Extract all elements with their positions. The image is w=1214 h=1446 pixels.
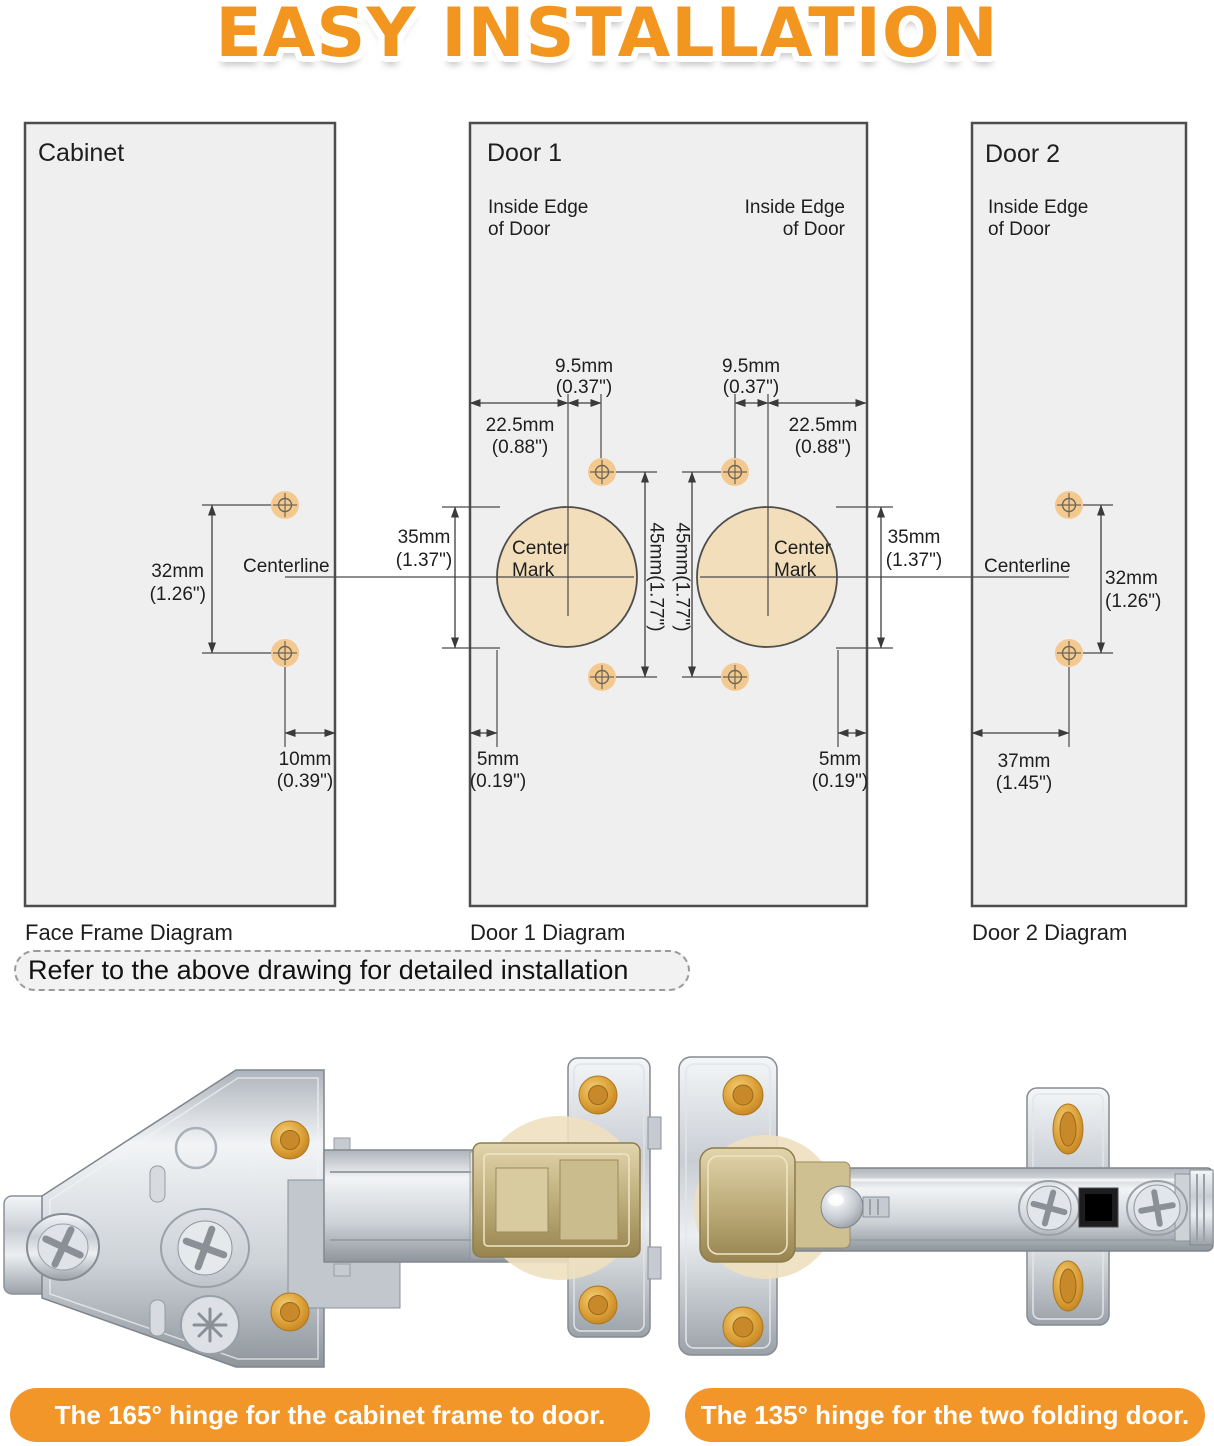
door1-caption: Door 1 Diagram <box>470 920 625 945</box>
cabinet-dimensions: 32mm (1.26") 10mm (0.39") <box>150 504 336 792</box>
dim-9.5in-left: (0.37") <box>556 377 612 398</box>
dim-10mm: 10mm <box>279 749 332 770</box>
dim-22.5mm-right: 22.5mm <box>789 415 858 436</box>
dim-37in: (1.45") <box>996 773 1052 794</box>
adjustment-window <box>1078 1187 1119 1228</box>
svg-text:of Door: of Door <box>783 219 846 240</box>
dim-5in-right: (0.19") <box>812 771 868 792</box>
dim-9.5mm-left: 9.5mm <box>555 356 613 377</box>
svg-text:Mark: Mark <box>512 560 555 581</box>
door1-edge-dimensions: 5mm (0.19") 5mm (0.19") <box>469 650 868 792</box>
svg-text:Inside Edge: Inside Edge <box>745 197 845 218</box>
installation-diagram: Centerline Centerline 32mm (1.26") 10mm … <box>23 121 1188 945</box>
dim-35mm-left: 35mm <box>398 527 451 548</box>
center-mark-labels: Center Mark Center Mark <box>512 538 832 581</box>
dim-37mm: 37mm <box>998 751 1051 772</box>
caption-hinge-165: The 165° hinge for the cabinet frame to … <box>10 1388 650 1442</box>
dim-5mm-right: 5mm <box>819 749 861 770</box>
svg-text:Center: Center <box>774 538 832 559</box>
phillips-screw-cross-right <box>1126 1180 1188 1236</box>
dim-9.5in-right: (0.37") <box>723 377 779 398</box>
dim-32in-door2: (1.26") <box>1105 591 1161 612</box>
phillips-screw-bar <box>26 1213 100 1281</box>
dim-45mm-right: 45mm(1.77") <box>672 522 693 631</box>
door2-dimensions: 32mm (1.26") 37mm (1.45") <box>971 504 1161 794</box>
hinge-135-knuckle <box>699 1147 890 1263</box>
note-pill: Refer to the above drawing for detailed … <box>14 950 690 991</box>
dim-32mm-cabinet: 32mm <box>151 561 204 582</box>
dim-45mm-left: 45mm(1.77") <box>646 522 667 631</box>
dim-22.5in-right: (0.88") <box>795 437 851 458</box>
dim-5in-left: (0.19") <box>470 771 526 792</box>
svg-text:Center: Center <box>512 538 570 559</box>
dim-35in-right: (1.37") <box>886 550 942 571</box>
starburst-screw <box>180 1295 240 1355</box>
page-title: EASY INSTALLATION <box>215 0 999 73</box>
dim-32mm-door2: 32mm <box>1105 568 1158 589</box>
brass-grommets-165 <box>270 1075 618 1332</box>
phillips-screw-cross-left <box>1018 1180 1080 1236</box>
dim-22.5mm-left: 22.5mm <box>486 415 555 436</box>
cup-diameter-dimensions: 35mm (1.37") 35mm (1.37") <box>396 506 942 649</box>
door1-panel-rect <box>468 121 869 908</box>
inside-edge-labels: Inside Edge of Door Inside Edge of Door … <box>488 197 1088 240</box>
door2-title: Door 2 <box>985 140 1060 168</box>
brass-grommets-135 <box>722 1074 764 1348</box>
hinge-165-cup-mechanism <box>472 1142 641 1258</box>
svg-text:Inside Edge: Inside Edge <box>988 197 1088 218</box>
door1-title: Door 1 <box>487 139 562 167</box>
svg-text:Mark: Mark <box>774 560 817 581</box>
hinge-135-photo <box>678 1056 1214 1356</box>
cabinet-title: Cabinet <box>38 139 124 167</box>
centerline-label-left: Centerline <box>243 556 330 577</box>
centerline-label-right: Centerline <box>984 556 1071 577</box>
dim-22.5in-left: (0.88") <box>492 437 548 458</box>
dim-5mm-left: 5mm <box>477 749 519 770</box>
svg-text:of Door: of Door <box>488 219 551 240</box>
svg-text:of Door: of Door <box>988 219 1051 240</box>
door1-45mm-dimensions: 45mm(1.77") 45mm(1.77") <box>612 471 725 678</box>
pivot-dome-screw <box>820 1185 864 1229</box>
phillips-screw-plate <box>160 1208 250 1288</box>
centerline-group: Centerline Centerline <box>243 556 1071 578</box>
caption-hinge-135: The 135° hinge for the two folding door. <box>685 1388 1205 1442</box>
door1-top-dimensions: 9.5mm (0.37") 9.5mm (0.37") 22.5mm (0.88… <box>469 356 867 616</box>
caption-hinge-135-text: The 135° hinge for the two folding door. <box>700 1400 1190 1430</box>
dim-9.5mm-right: 9.5mm <box>722 356 780 377</box>
svg-text:Inside Edge: Inside Edge <box>488 197 588 218</box>
embossed-circle-detail <box>174 1126 218 1170</box>
hinge-165-photo <box>3 1057 662 1368</box>
door2-caption: Door 2 Diagram <box>972 920 1127 945</box>
dim-10in: (0.39") <box>277 771 333 792</box>
dim-32in-cabinet: (1.26") <box>150 584 206 605</box>
dim-35in-left: (1.37") <box>396 550 452 571</box>
cabinet-caption: Face Frame Diagram <box>25 920 233 945</box>
caption-hinge-165-text: The 165° hinge for the cabinet frame to … <box>54 1400 606 1430</box>
dim-35mm-right: 35mm <box>888 527 941 548</box>
